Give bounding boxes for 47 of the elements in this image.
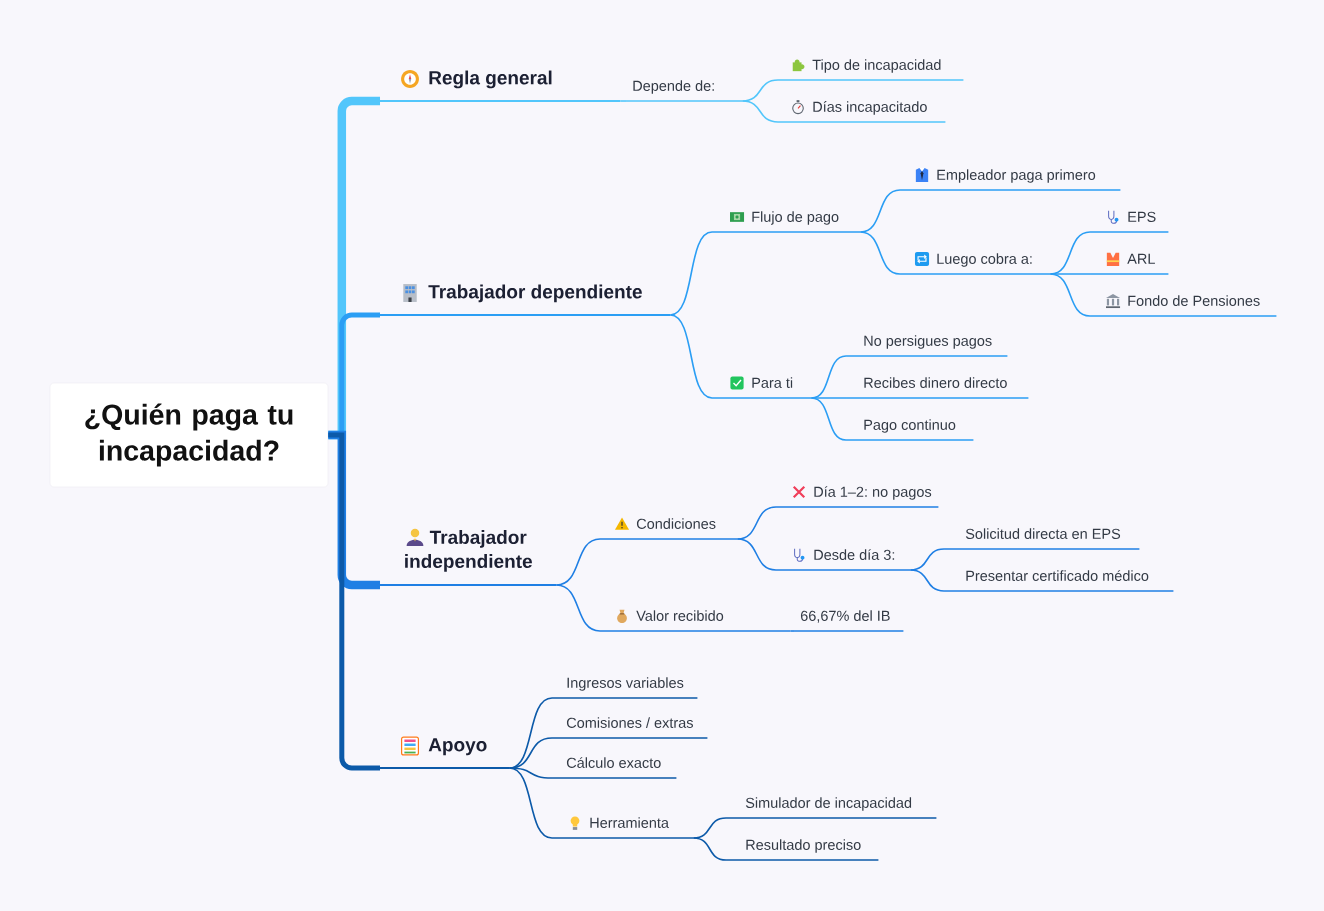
subtopic: Ingresos variables [551,677,699,699]
subtopic: Valor recibido [599,610,792,632]
subtopic: Para ti [711,377,813,399]
branch-line [508,767,553,779]
subtopic: Herramienta [551,817,695,839]
branch-line [909,569,945,592]
branch-line [619,100,627,102]
branch-line [810,397,847,441]
subtopic: Condiciones [599,518,739,540]
main-topic: Apoyo [379,738,511,769]
subtopic: Simulador de incapacidad [725,797,938,819]
branch-line [789,630,795,632]
subtopic: Fondo de Pensiones [1089,295,1278,317]
subtopic: Desde día 3: [775,549,912,571]
branch-line [328,430,380,590]
subtopic: Días incapacitado [777,101,947,123]
branch-line [669,231,713,316]
branch-line [508,767,553,839]
branch-line [669,314,713,399]
subtopic: Depende de: [625,80,744,102]
subtopic: Comisiones / extras [551,717,709,739]
branch-line [859,231,901,275]
subtopic: ARL [1089,253,1170,275]
branch-line [555,584,601,632]
main-topic: Trabajador dependiente [379,284,672,316]
subtopic: Pago continuo [845,419,975,441]
subtopic: Solicitud directa en EPS [943,528,1141,550]
subtopic: Día 1–2: no pagos [775,486,940,508]
subtopic: Presentar certificado médico [943,570,1175,592]
subtopic: Luego cobra a: [899,253,1052,275]
subtopic: EPS [1089,211,1170,233]
main-topic: Regla general [379,70,622,102]
subtopic: Empleador paga primero [899,169,1122,191]
subtopic: Resultado preciso [725,839,880,861]
subtopic: Flujo de pago [711,211,862,233]
branch-line [692,837,727,861]
main-topic: Trabajador independiente [379,530,558,586]
branch-line [736,538,777,571]
subtopic: Recibes dinero directo [845,377,1030,399]
branch-line [741,100,779,123]
branch-line [328,432,380,771]
central-topic: ¿Quién paga tu incapacidad? [49,382,329,488]
subtopic: 66,67% del IB [793,610,905,632]
branch-line [1049,273,1091,317]
subtopic: Cálculo exacto [551,757,678,779]
subtopic: No persigues pagos [845,335,1009,357]
subtopic: Tipo de incapacidad [777,59,965,81]
